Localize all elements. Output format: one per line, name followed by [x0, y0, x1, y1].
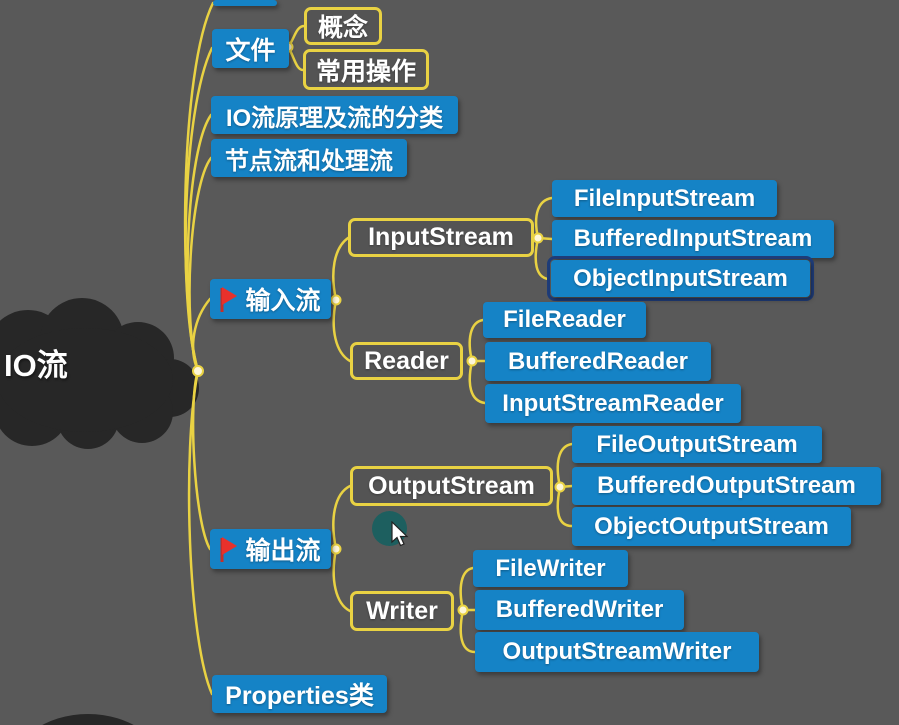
topic-objectinputstream-selected[interactable]: ObjectInputStream	[551, 260, 810, 297]
topic-bufferedinputstream[interactable]: BufferedInputStream	[552, 220, 834, 258]
topic-concept[interactable]: 概念	[304, 7, 382, 45]
topic-fileoutputstream[interactable]: FileOutputStream	[572, 426, 822, 463]
topic-outputstream[interactable]: OutputStream	[350, 466, 553, 506]
topic-filereader[interactable]: FileReader	[483, 302, 646, 338]
branch-curves	[183, 1, 574, 696]
red-flag-icon	[220, 286, 238, 312]
topic-properties-class[interactable]: Properties类	[212, 675, 387, 713]
root-cloud[interactable]	[0, 298, 199, 449]
topic-bufferedwriter[interactable]: BufferedWriter	[475, 590, 684, 630]
topic-inputstream[interactable]: InputStream	[348, 218, 534, 257]
topic-io-principle-classification[interactable]: IO流原理及流的分类	[211, 96, 458, 134]
topic-node-and-processing-streams[interactable]: 节点流和处理流	[211, 139, 407, 177]
topic-filewriter[interactable]: FileWriter	[473, 550, 628, 587]
topic-bufferedreader[interactable]: BufferedReader	[485, 342, 711, 381]
topic-file[interactable]: 文件	[212, 29, 289, 68]
topic-partial-top[interactable]	[213, 0, 277, 6]
topic-common-operations[interactable]: 常用操作	[303, 49, 429, 90]
red-flag-icon	[220, 536, 238, 562]
topic-label: 输出流	[245, 537, 321, 565]
topic-inputstreamreader[interactable]: InputStreamReader	[485, 384, 741, 423]
topic-output-stream-branch[interactable]: 输出流	[210, 529, 331, 569]
mouse-cursor-icon	[391, 521, 409, 547]
topic-input-stream-branch[interactable]: 输入流	[210, 279, 331, 319]
topic-reader[interactable]: Reader	[350, 342, 463, 380]
selection-ring: ObjectInputStream	[547, 256, 814, 301]
topic-bufferedoutputstream[interactable]: BufferedOutputStream	[572, 467, 881, 505]
bottom-cloud-partial[interactable]	[10, 714, 166, 725]
topic-fileinputstream[interactable]: FileInputStream	[552, 180, 777, 217]
topic-objectoutputstream[interactable]: ObjectOutputStream	[572, 507, 851, 546]
topic-writer[interactable]: Writer	[350, 591, 454, 631]
topic-label: 输入流	[245, 287, 321, 315]
root-topic-io-stream[interactable]: IO流	[4, 348, 68, 383]
topic-outputstreamwriter[interactable]: OutputStreamWriter	[475, 632, 759, 672]
